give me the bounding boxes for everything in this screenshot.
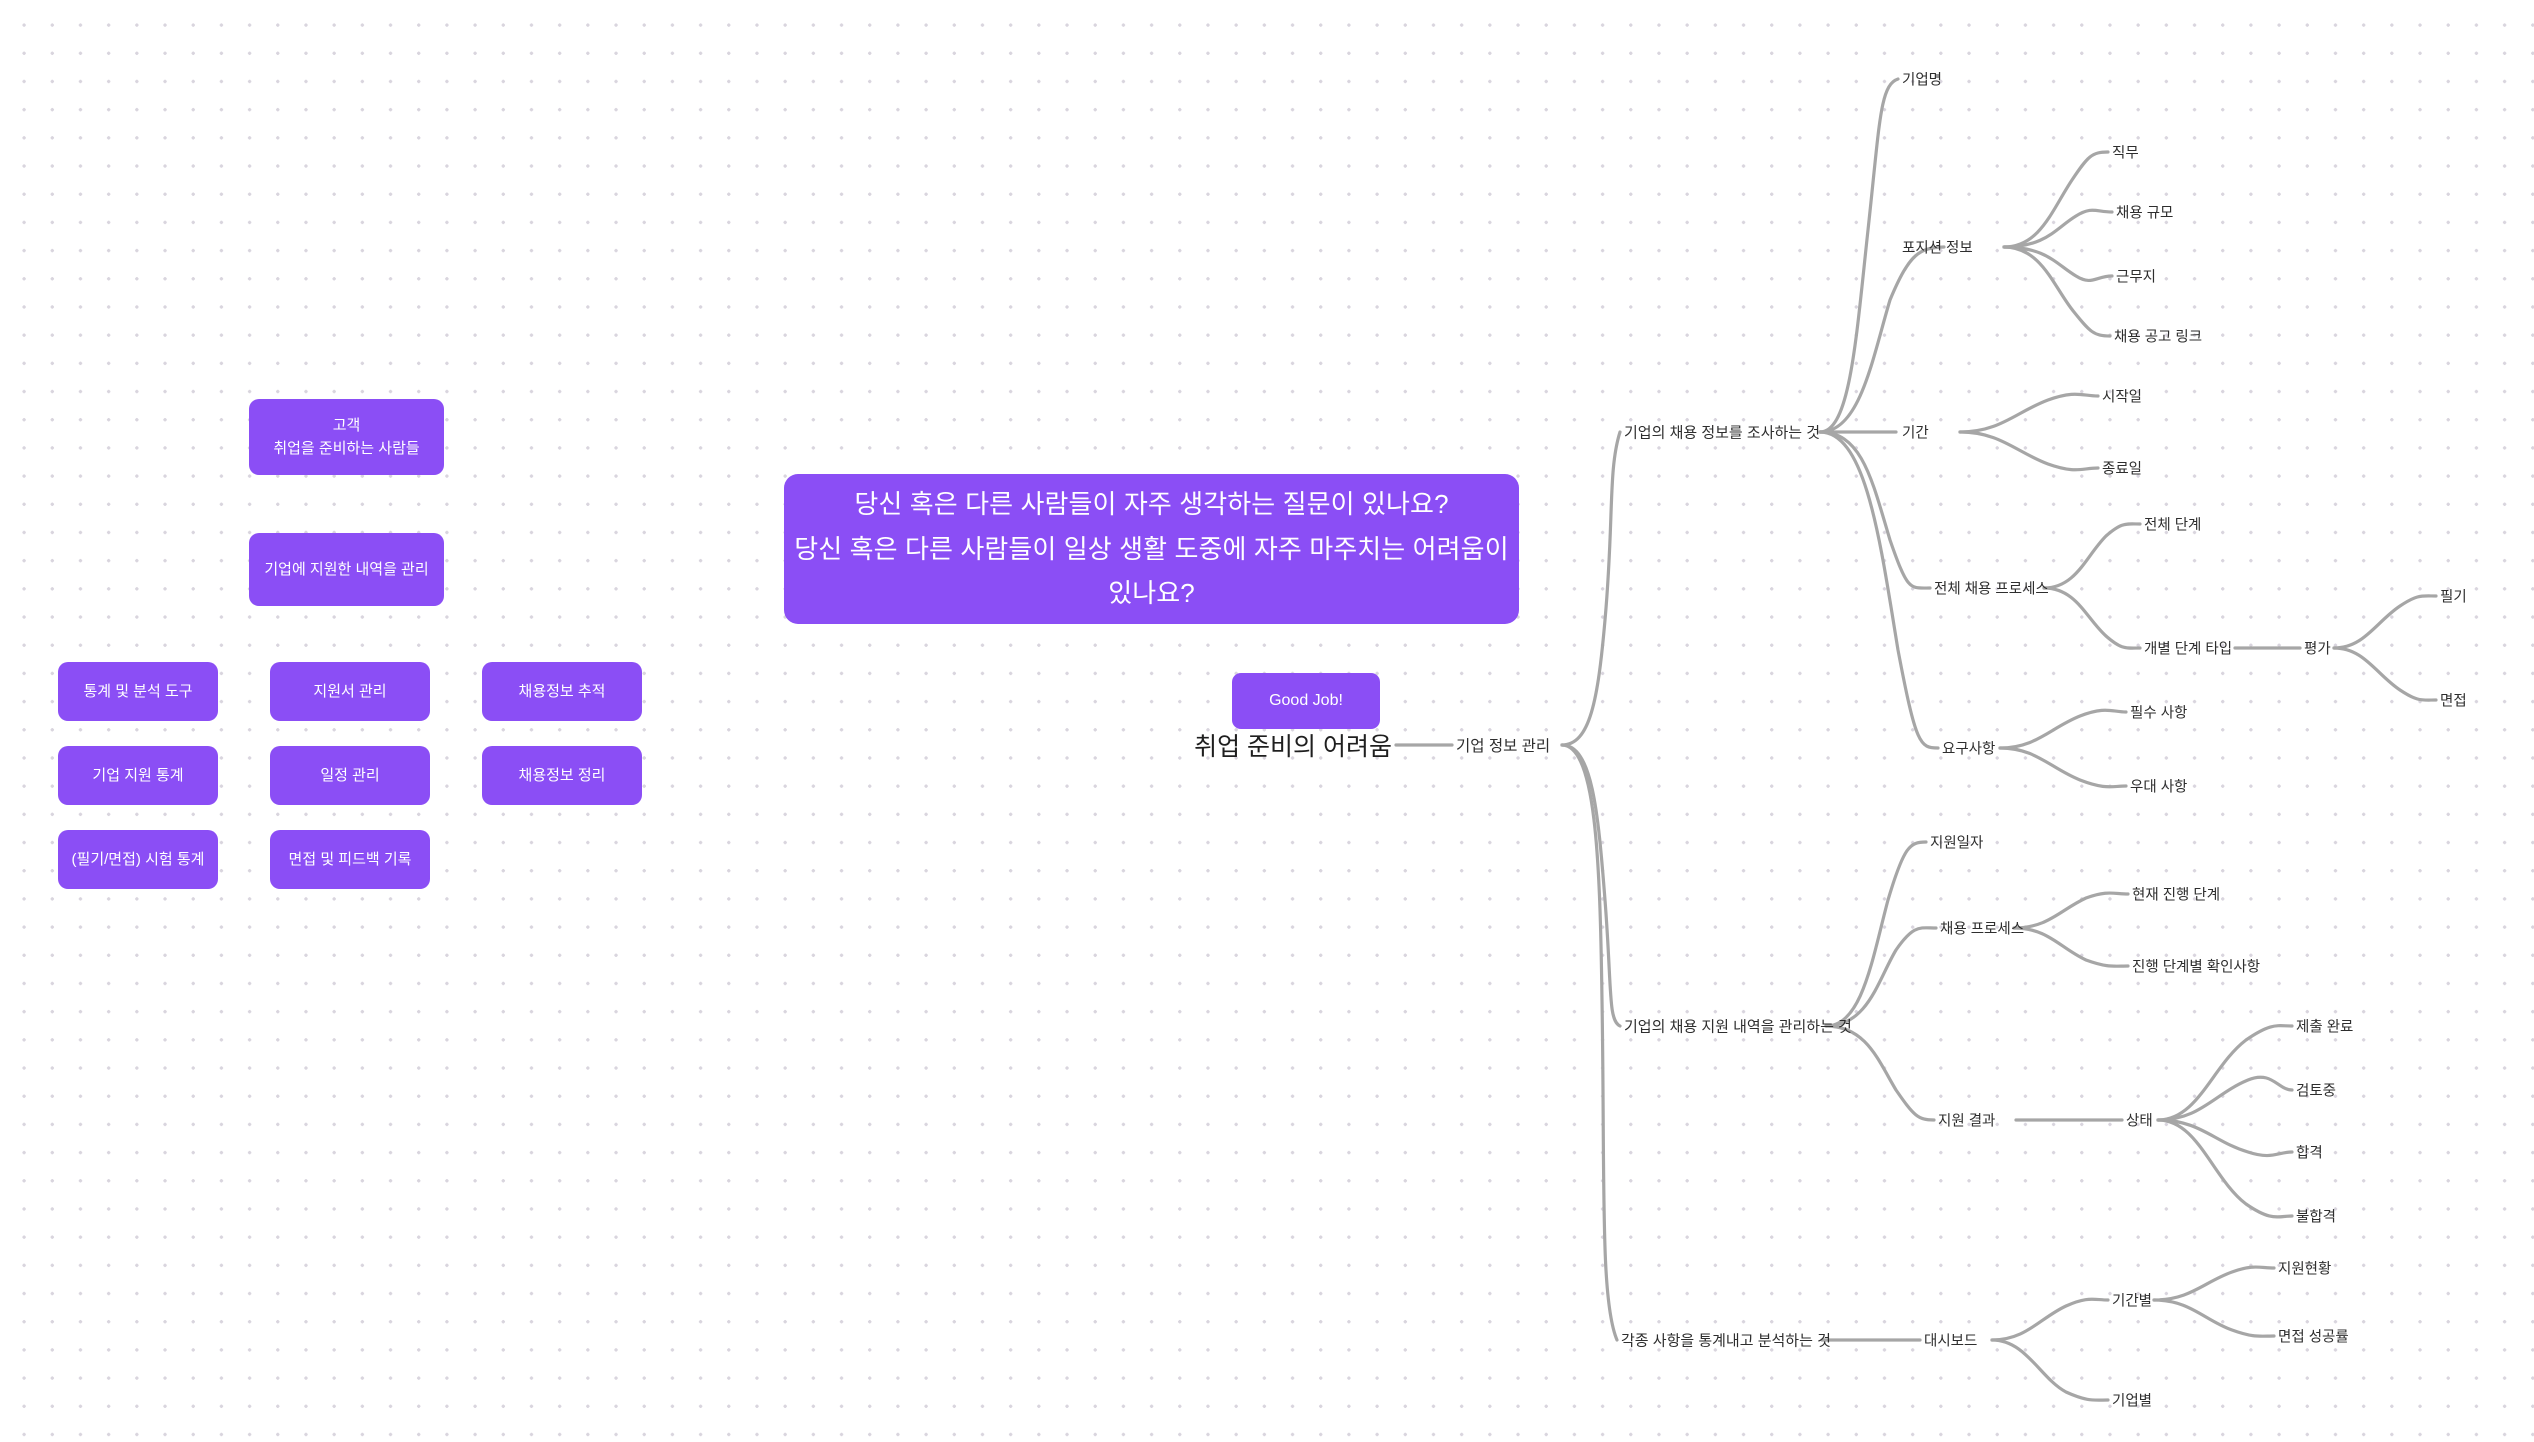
mindmap-node-hiring-scale[interactable]: 채용 규모 — [2116, 205, 2174, 222]
mindmap-root[interactable]: 취업 준비의 어려움 — [1194, 733, 1392, 761]
interview-feedback-record-card[interactable]: 면접 및 피드백 기록 — [270, 830, 430, 889]
application-doc-management-card[interactable]: 지원서 관리 — [270, 662, 430, 721]
mindmap-node-interview[interactable]: 면접 — [2440, 693, 2467, 710]
schedule-management-card[interactable]: 일정 관리 — [270, 746, 430, 805]
job-info-organize-card[interactable]: 채용정보 정리 — [482, 746, 642, 805]
manage-applications-card[interactable]: 기업에 지원한 내역을 관리 — [249, 533, 444, 606]
mindmap-node-company-info-management[interactable]: 기업 정보 관리 — [1456, 738, 1551, 755]
mindmap-node-statistics-analysis[interactable]: 각종 사항을 통계내고 분석하는 것 — [1621, 1332, 1831, 1350]
mindmap-node-under-review[interactable]: 검토중 — [2296, 1083, 2337, 1100]
mindmap-node-manage-application-history[interactable]: 기업의 채용 지원 내역을 관리하는 것 — [1624, 1018, 1852, 1036]
mindmap-node-start-date[interactable]: 시작일 — [2102, 389, 2143, 406]
mindmap-node-application-status[interactable]: 지원현황 — [2278, 1261, 2332, 1278]
mindmap-node-period[interactable]: 기간 — [1902, 425, 1929, 442]
mindmap-node-company-name[interactable]: 기업명 — [1902, 72, 1943, 89]
mindmap-node-hiring-process[interactable]: 채용 프로세스 — [1940, 921, 2025, 938]
mindmap-node-all-stages[interactable]: 전체 단계 — [2144, 517, 2202, 534]
mindmap-node-failed[interactable]: 불합격 — [2296, 1209, 2337, 1226]
mindmap-node-interview-success-rate[interactable]: 면접 성공률 — [2278, 1329, 2349, 1346]
mindmap-node-by-period[interactable]: 기간별 — [2112, 1293, 2153, 1310]
mindmap-node-application-result[interactable]: 지원 결과 — [1938, 1113, 1996, 1130]
stats-analysis-tools-card[interactable]: 통계 및 분석 도구 — [58, 662, 218, 721]
mindmap-node-application-date[interactable]: 지원일자 — [1930, 835, 1984, 852]
mindmap-node-work-location[interactable]: 근무지 — [2116, 269, 2157, 286]
mindmap-node-job-posting-link[interactable]: 채용 공고 링크 — [2114, 329, 2203, 346]
mindmap-node-job-role[interactable]: 직무 — [2112, 145, 2139, 162]
mindmap-node-stage-checkpoints[interactable]: 진행 단계별 확인사항 — [2132, 959, 2261, 976]
mindmap-node-end-date[interactable]: 종료일 — [2102, 461, 2143, 478]
mindmap-node-individual-stage-type[interactable]: 개별 단계 타입 — [2144, 641, 2233, 658]
mindmap-node-required-items[interactable]: 필수 사항 — [2130, 705, 2188, 722]
job-info-tracking-card[interactable]: 채용정보 추적 — [482, 662, 642, 721]
mindmap-node-current-stage[interactable]: 현재 진행 단계 — [2132, 887, 2221, 904]
mindmap-node-status[interactable]: 상태 — [2126, 1113, 2153, 1130]
good-job-badge[interactable]: Good Job! — [1232, 673, 1380, 729]
mindmap-node-position-info[interactable]: 포지션 정보 — [1902, 240, 1973, 257]
mindmap-node-preferred-items[interactable]: 우대 사항 — [2130, 779, 2188, 796]
mindmap-node-written-test[interactable]: 필기 — [2440, 589, 2467, 606]
mindmap-node-submitted[interactable]: 제출 완료 — [2296, 1019, 2354, 1036]
mindmap-node-by-company[interactable]: 기업별 — [2112, 1393, 2153, 1410]
mindmap-node-evaluation[interactable]: 평가 — [2304, 641, 2331, 658]
mindmap-node-full-hiring-process[interactable]: 전체 채용 프로세스 — [1934, 581, 2049, 598]
mindmap-node-dashboard[interactable]: 대시보드 — [1924, 1333, 1978, 1350]
mindmap-node-requirements[interactable]: 요구사항 — [1942, 741, 1996, 758]
exam-stats-card[interactable]: (필기/면접) 시험 통계 — [58, 830, 218, 889]
company-application-stats-card[interactable]: 기업 지원 통계 — [58, 746, 218, 805]
hero-question-card[interactable]: 당신 혹은 다른 사람들이 자주 생각하는 질문이 있나요? 당신 혹은 다른 … — [784, 474, 1519, 624]
customer-card[interactable]: 고객 취업을 준비하는 사람들 — [249, 399, 444, 475]
mindmap-node-research-recruit-info[interactable]: 기업의 채용 정보를 조사하는 것 — [1624, 424, 1821, 442]
mindmap-node-passed[interactable]: 합격 — [2296, 1145, 2323, 1162]
